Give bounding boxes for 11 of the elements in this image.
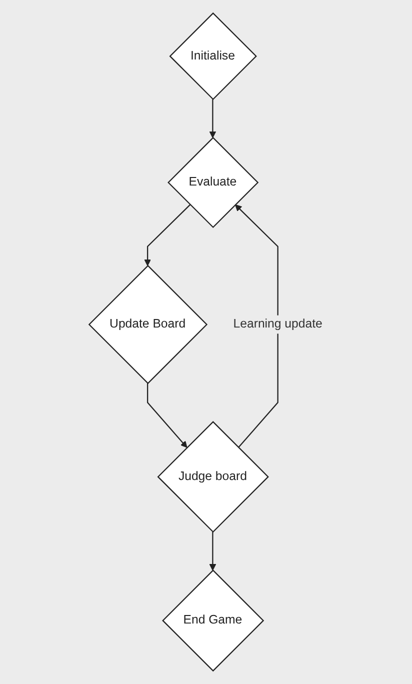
edge-label: Learning update xyxy=(234,318,323,331)
arrow xyxy=(144,204,191,266)
arrow xyxy=(210,99,216,138)
node-diamond: End Game xyxy=(162,570,264,672)
arrow xyxy=(210,532,216,571)
node-diamond: Evaluate xyxy=(168,136,259,228)
arrow xyxy=(235,204,279,448)
node-diamond: Judge board xyxy=(157,421,270,533)
node-diamond: Update Board xyxy=(88,264,208,384)
arrow xyxy=(147,383,188,448)
node-diamond: Initialise xyxy=(169,12,258,100)
